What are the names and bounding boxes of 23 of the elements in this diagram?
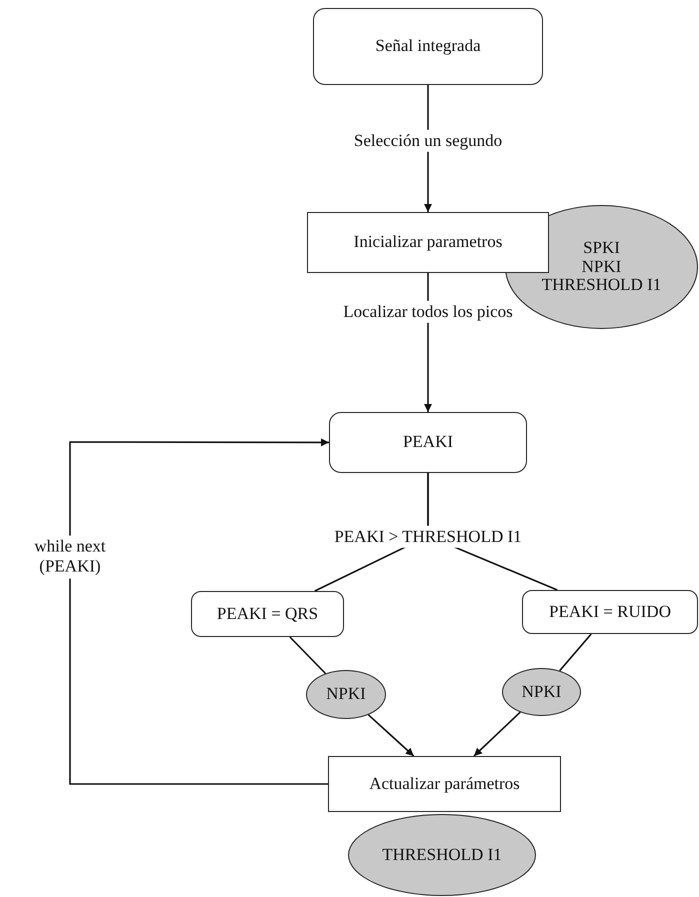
node-text: PEAKI = QRS xyxy=(216,604,318,624)
node-text: NPKI xyxy=(326,685,366,704)
node-text: Inicializar parametros xyxy=(354,233,502,252)
node-text: PEAKI xyxy=(402,433,454,452)
node-text: Señal integrada xyxy=(375,37,481,56)
process-box xyxy=(328,756,561,812)
connector-line xyxy=(289,636,326,674)
node-text: THRESHOLD I1 xyxy=(542,276,662,296)
rounded-process-box xyxy=(191,591,344,637)
connector-line xyxy=(559,633,592,672)
process-box xyxy=(307,212,549,273)
node-text: THRESHOLD I1 xyxy=(382,846,502,864)
rounded-process-box xyxy=(329,412,527,473)
arrow xyxy=(69,438,329,785)
node-text: NPKI xyxy=(522,682,562,702)
node-text: PEAKI = RUIDO xyxy=(549,602,671,622)
node-text: NPKI xyxy=(582,258,622,276)
node-text: Actualizar parámetros xyxy=(369,774,520,794)
node-text: SPKI xyxy=(583,238,620,258)
arrow xyxy=(368,714,414,757)
arrow xyxy=(473,712,521,757)
rounded-process-box xyxy=(522,590,698,634)
rounded-process-box xyxy=(313,8,543,85)
